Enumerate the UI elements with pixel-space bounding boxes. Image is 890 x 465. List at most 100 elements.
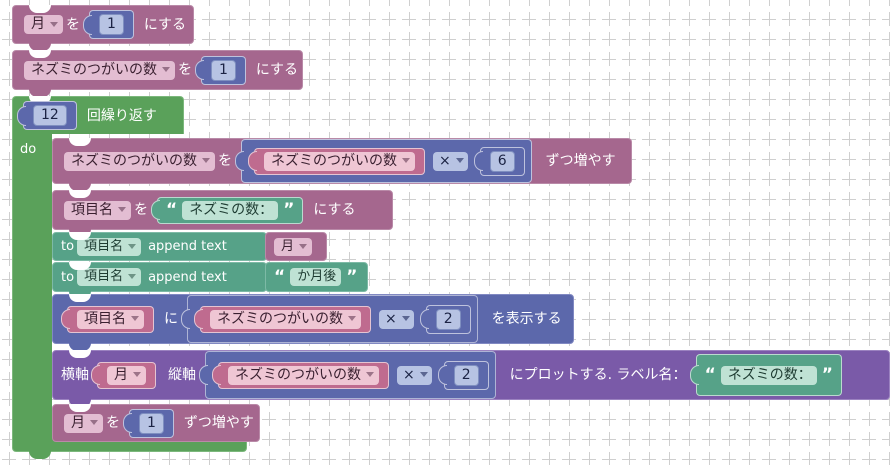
open-quote-icon: “ (166, 199, 178, 220)
variable-getter-block[interactable]: 月 (97, 361, 156, 389)
label-wo: を (218, 153, 232, 169)
label-plot-to: にプロットする. ラベル名： (509, 367, 687, 383)
variable-getter-block[interactable]: 項目名 (67, 305, 154, 333)
series-label-field[interactable]: ネズミの数： (720, 365, 817, 385)
chevron-down-icon (202, 158, 210, 163)
text-field[interactable]: か月後 (290, 268, 342, 286)
math-arithmetic-block[interactable]: ネズミのつがいの数 × 6 (241, 139, 532, 183)
label-do: do (20, 142, 37, 157)
block-change-pairs[interactable]: ネズミのつがいの数 を ネズミのつがいの数 × 6 (52, 138, 632, 191)
open-quote-icon: “ (274, 266, 286, 287)
close-quote-icon: ” (283, 199, 295, 220)
label-wo: を (66, 16, 80, 33)
chevron-down-icon (299, 243, 308, 249)
label-wo: を (106, 415, 120, 431)
text-value-block[interactable]: “ ネズミの数： ” (695, 354, 842, 396)
label-nisuru: にする (313, 202, 356, 218)
block-append-month-value[interactable]: 月 (265, 232, 327, 261)
block-repeat-arm[interactable] (12, 133, 52, 433)
repeat-count-field[interactable]: 12 (33, 105, 67, 126)
number-value-block[interactable]: 2 (425, 304, 471, 334)
number-value-block[interactable]: 1 (129, 408, 174, 438)
chevron-down-icon (366, 372, 374, 377)
block-append-month[interactable]: to 項目名 append text (52, 232, 267, 261)
block-set-month[interactable]: 月 を 1 にする (12, 5, 194, 51)
variable-dropdown-pairs[interactable]: ネズミのつがいの数 (228, 365, 379, 385)
number-field[interactable]: 1 (211, 59, 236, 81)
operator-dropdown[interactable]: × (433, 151, 468, 171)
math-arithmetic-block[interactable]: ネズミのつがいの数 × 2 (205, 351, 496, 399)
variable-dropdown-itemname[interactable]: 項目名 (77, 268, 142, 286)
chevron-down-icon (131, 316, 139, 321)
label-repeat: 回繰り返す (86, 107, 157, 124)
label-nisuru: にする (255, 62, 299, 78)
variable-dropdown-itemname[interactable]: 項目名 (64, 200, 131, 220)
number-field[interactable]: 1 (99, 14, 124, 35)
chevron-down-icon (128, 243, 137, 249)
label-to: to (61, 269, 75, 285)
chevron-down-icon (402, 158, 410, 163)
bottom-notch (29, 451, 51, 459)
variable-dropdown-month[interactable]: 月 (274, 237, 313, 256)
chevron-down-icon (128, 274, 137, 279)
chevron-down-icon (133, 372, 141, 377)
variable-dropdown-itemname[interactable]: 項目名 (77, 237, 142, 256)
chevron-down-icon (419, 372, 428, 377)
number-field[interactable]: 6 (489, 150, 515, 172)
number-value-block[interactable]: 12 (23, 101, 77, 130)
variable-getter-block[interactable]: ネズミのつがいの数 (254, 147, 425, 175)
block-set-pairs[interactable]: ネズミのつがいの数 を 1 にする (12, 50, 303, 97)
block-display[interactable]: 項目名 に ネズミのつがいの数 × 2 (52, 294, 574, 351)
text-field[interactable]: ネズミの数： (182, 200, 279, 220)
close-quote-icon: ” (821, 364, 833, 385)
label-wo: を (134, 202, 148, 218)
block-increment-month[interactable]: 月 を 1 ずつ増やす (52, 404, 260, 442)
operator-dropdown[interactable]: × (397, 365, 432, 385)
number-value-block[interactable]: 6 (479, 146, 525, 176)
open-quote-icon: “ (704, 364, 716, 385)
variable-dropdown-month[interactable]: 月 (24, 15, 63, 34)
close-quote-icon: ” (346, 266, 358, 287)
number-value-block[interactable]: 1 (89, 10, 134, 39)
block-set-itemname[interactable]: 項目名 を “ ネズミの数： ” にする (52, 190, 393, 237)
label-x-axis: 横軸 (61, 367, 89, 383)
label-wo: を (178, 62, 192, 78)
chevron-down-icon (118, 207, 126, 212)
label-display: を表示する (491, 311, 562, 327)
variable-dropdown-month[interactable]: 月 (64, 413, 103, 433)
variable-dropdown-pairs[interactable]: ネズミのつがいの数 (210, 309, 361, 329)
text-value-block[interactable]: “ ネズミの数： ” (157, 196, 304, 224)
variable-getter-block[interactable]: ネズミのつがいの数 (200, 305, 371, 333)
label-increase-by: ずつ増やす (183, 415, 254, 431)
variable-dropdown-month[interactable]: 月 (107, 365, 146, 385)
number-value-block[interactable]: 1 (201, 55, 246, 85)
chevron-down-icon (90, 420, 98, 425)
chevron-down-icon (455, 158, 464, 163)
chevron-down-icon (348, 316, 356, 321)
label-append-text: append text (148, 269, 227, 285)
label-ni: に (164, 311, 178, 327)
math-arithmetic-block[interactable]: ネズミのつがいの数 × 2 (187, 295, 478, 343)
variable-dropdown-pairs[interactable]: ネズミのつがいの数 (264, 151, 415, 171)
number-field[interactable]: 2 (435, 308, 461, 330)
variable-dropdown-pairs[interactable]: ネズミのつがいの数 (64, 151, 215, 171)
variable-dropdown-itemname[interactable]: 項目名 (77, 309, 144, 329)
number-value-block[interactable]: 2 (443, 360, 489, 390)
number-field[interactable]: 2 (453, 364, 479, 386)
label-append-text: append text (148, 239, 227, 254)
variable-dropdown-pairs[interactable]: ネズミのつがいの数 (24, 60, 175, 80)
label-y-axis: 縦軸 (168, 367, 196, 383)
variable-getter-block[interactable]: ネズミのつがいの数 (218, 361, 389, 389)
block-append-suffix-value[interactable]: “ か月後 ” (265, 262, 368, 292)
label-increase-by: ずつ増やす (545, 153, 616, 169)
number-field[interactable]: 1 (139, 412, 164, 434)
block-append-suffix[interactable]: to 項目名 append text (52, 262, 267, 299)
label-nisuru: にする (143, 16, 187, 33)
block-repeat-header[interactable]: 12 回繰り返す (12, 96, 184, 134)
label-to: to (61, 239, 75, 254)
chevron-down-icon (50, 21, 58, 27)
block-plot[interactable]: 横軸 月 縦軸 ネズミのつがいの数 × (52, 350, 890, 407)
chevron-down-icon (162, 67, 170, 72)
operator-dropdown[interactable]: × (379, 309, 414, 329)
